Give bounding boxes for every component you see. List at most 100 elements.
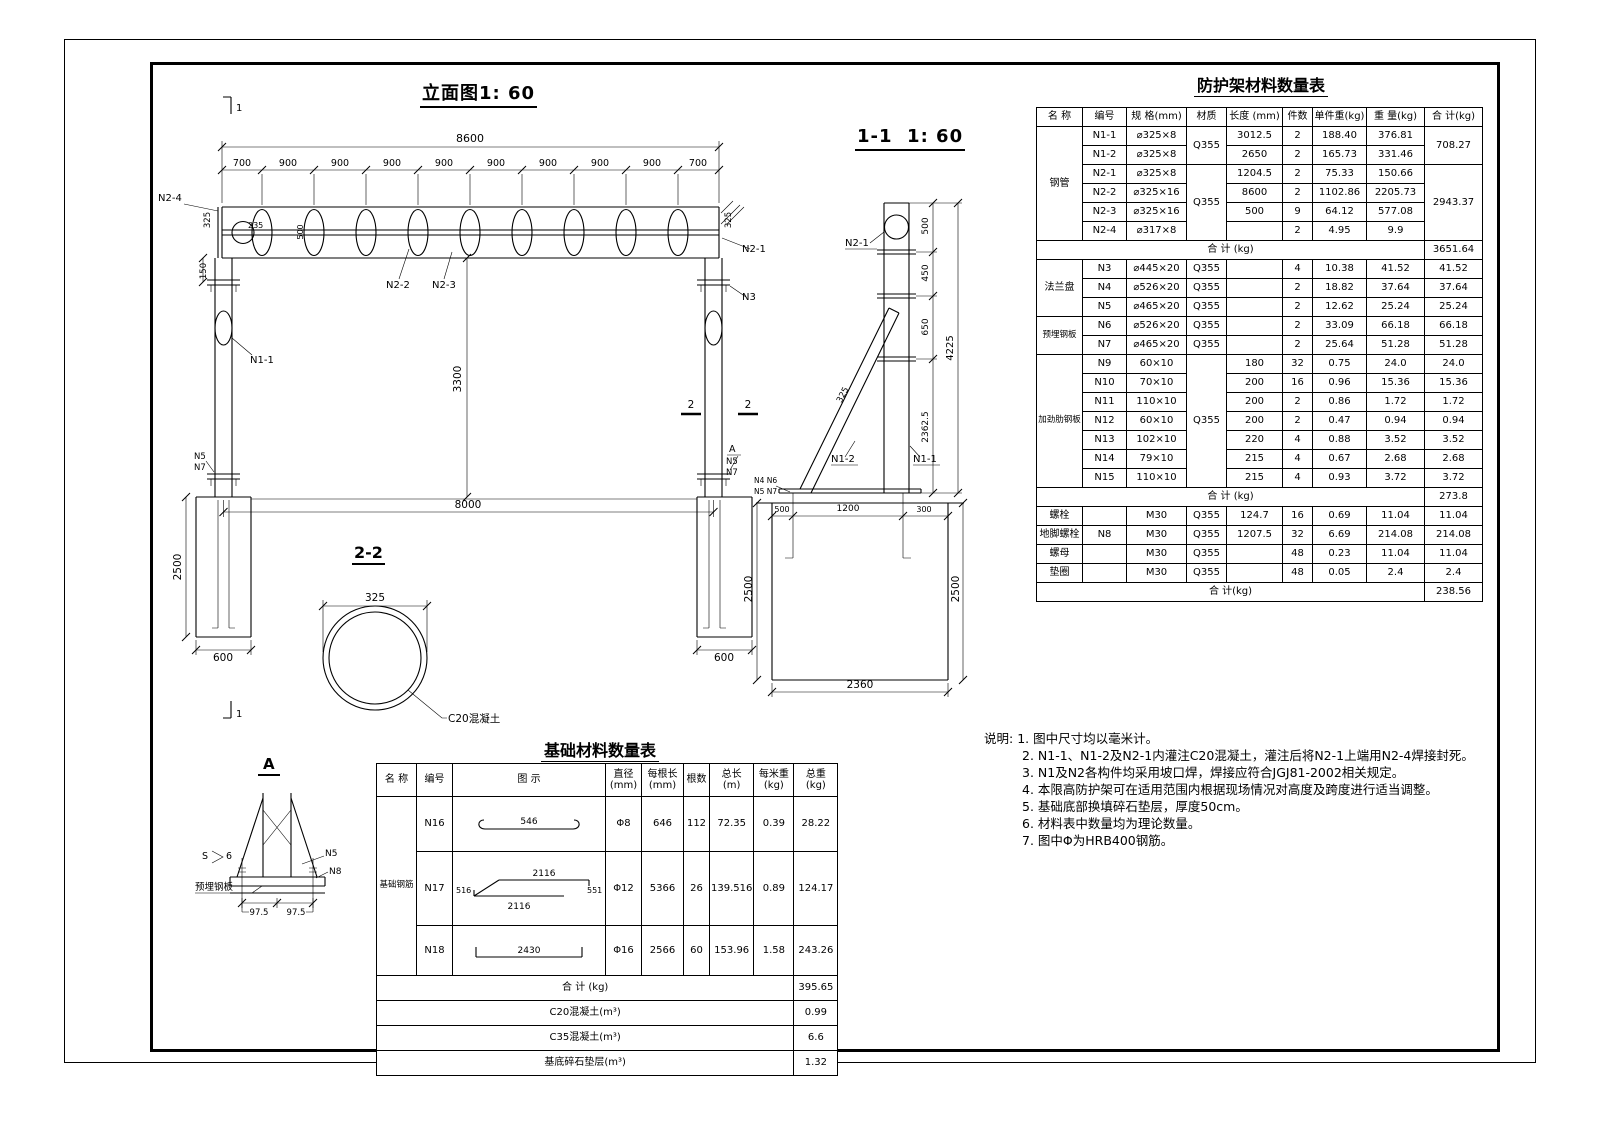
table-cell — [1082, 506, 1127, 526]
dim-2360 — [771, 683, 949, 697]
table-cell: 72.35 — [708, 796, 755, 852]
column-stub — [262, 793, 292, 877]
foundation-right — [696, 496, 753, 638]
table-cell: 188.40 — [1312, 126, 1367, 146]
drawing-label: 900 — [435, 158, 453, 169]
table-cell: 124.7 — [1226, 506, 1283, 526]
drawing-label: 3300 — [452, 366, 464, 393]
column-header: 长度 (mm) — [1226, 107, 1283, 127]
table-cell: Q355 — [1186, 506, 1227, 526]
leader-lines — [775, 231, 940, 493]
frame-table-title: 防护架材料数量表 — [1036, 72, 1486, 97]
drawing-label: N1-2 — [831, 454, 855, 465]
table-cell: 2 — [1282, 411, 1313, 431]
table-cell: 3.72 — [1366, 468, 1425, 488]
foundation-block — [756, 502, 964, 681]
column-header: 名 称 — [1036, 107, 1083, 127]
foundation-left — [195, 496, 252, 638]
table-cell: 376.81 — [1366, 126, 1425, 146]
table-cell: 0.69 — [1312, 506, 1367, 526]
foundation-material-table-container: 名 称编号图 示直径 (mm)每根长 (mm)根数总长 (m)每米重 (kg)总… — [375, 763, 839, 1076]
table-cell: 273.8 — [1424, 487, 1483, 507]
column-header: 总重 (kg) — [793, 763, 839, 797]
drawing-label: A — [729, 444, 736, 455]
drawing-label: 8000 — [455, 499, 482, 511]
dim-tick — [217, 165, 724, 175]
weld-symbol — [211, 850, 224, 864]
drawing-label: 2500 — [950, 576, 962, 603]
table-cell: 垫圈 — [1036, 563, 1083, 583]
drawing-label: N2-2 — [386, 280, 410, 291]
drawing-label: 97.5 — [250, 908, 269, 918]
drawing-label: 600 — [714, 652, 734, 664]
beam-end-detail — [231, 220, 255, 245]
frame-tbl: 名 称编号规 格(mm)材质长度 (mm)件数单件重(kg)重 量(kg)合 计… — [1036, 107, 1483, 602]
table-cell: 0.94 — [1424, 411, 1483, 431]
table-cell: ⌀445×20 — [1126, 259, 1187, 279]
table-cell: 51.28 — [1424, 335, 1483, 355]
table-cell: N2-1 — [1082, 164, 1127, 184]
drawing-label: N2-1 — [742, 244, 766, 255]
dim-tick — [191, 645, 757, 655]
table-cell: 4 — [1282, 430, 1313, 450]
drawing-label: 300 — [916, 505, 931, 514]
table-cell: 66.18 — [1424, 316, 1483, 336]
leader-lines — [195, 855, 329, 894]
dim-tick — [237, 898, 318, 908]
table-cell: 9.9 — [1366, 221, 1425, 241]
column-header: 编号 — [1082, 107, 1127, 127]
table-cell: 25.24 — [1366, 297, 1425, 317]
table-cell: 0.99 — [793, 1000, 839, 1026]
note-item: 6. 材料表中数量均为理论数量。 — [1022, 816, 1201, 831]
table-row: 基底碎石垫层(m³)1.32 — [375, 1050, 839, 1076]
table-cell — [1082, 544, 1127, 564]
drawing-label: 235 — [248, 221, 263, 230]
table-cell: ⌀325×8 — [1126, 126, 1187, 146]
rebar-dim-label: 546 — [520, 817, 537, 827]
table-cell: Φ12 — [605, 851, 642, 926]
table-cell: N7 — [1082, 335, 1127, 355]
table-cell: 48 — [1282, 544, 1313, 564]
table-cell — [1226, 544, 1283, 564]
table-cell: 150.66 — [1366, 164, 1425, 184]
drawing-label: 600 — [213, 652, 233, 664]
dim-tick — [767, 511, 953, 521]
spacer-tube — [667, 208, 689, 257]
table-cell: 180 — [1226, 354, 1283, 374]
table-cell: ⌀325×16 — [1126, 183, 1187, 203]
drawing-label: 700 — [689, 158, 707, 169]
drawing-label: 97.5 — [287, 908, 306, 918]
spacer-tube — [511, 208, 533, 257]
table-cell: 200 — [1226, 392, 1283, 412]
table-cell: 25.24 — [1424, 297, 1483, 317]
table-cell: N12 — [1082, 411, 1127, 431]
table-cell: Q355 — [1186, 563, 1227, 583]
drawing-label: 2360 — [847, 679, 874, 691]
table-cell: 500 — [1226, 202, 1283, 222]
rebar-shape-cell-n16: 546 — [452, 796, 606, 852]
drawing-label: N7 — [194, 463, 206, 473]
table-cell: 0.75 — [1312, 354, 1367, 374]
dim-325 — [322, 600, 428, 652]
note-item: 7. 图中Φ为HRB400钢筋。 — [1022, 833, 1174, 848]
table-cell: 64.12 — [1312, 202, 1367, 222]
table-cell: 4 — [1282, 449, 1313, 469]
table-cell: 1204.5 — [1226, 164, 1283, 184]
table-cell: 4 — [1282, 259, 1313, 279]
table-cell: 24.0 — [1366, 354, 1425, 374]
table-cell: 2 — [1282, 278, 1313, 298]
anchor-bolts — [212, 500, 726, 629]
column-header: 名 称 — [376, 763, 417, 797]
section-1-marker-bottom — [223, 701, 232, 719]
table-cell: M30 — [1126, 544, 1187, 564]
found-tbl: 名 称编号图 示直径 (mm)每根长 (mm)根数总长 (m)每米重 (kg)总… — [375, 763, 839, 1076]
table-cell: 11.04 — [1366, 544, 1425, 564]
table-cell: 10.38 — [1312, 259, 1367, 279]
table-cell: 215 — [1226, 468, 1283, 488]
